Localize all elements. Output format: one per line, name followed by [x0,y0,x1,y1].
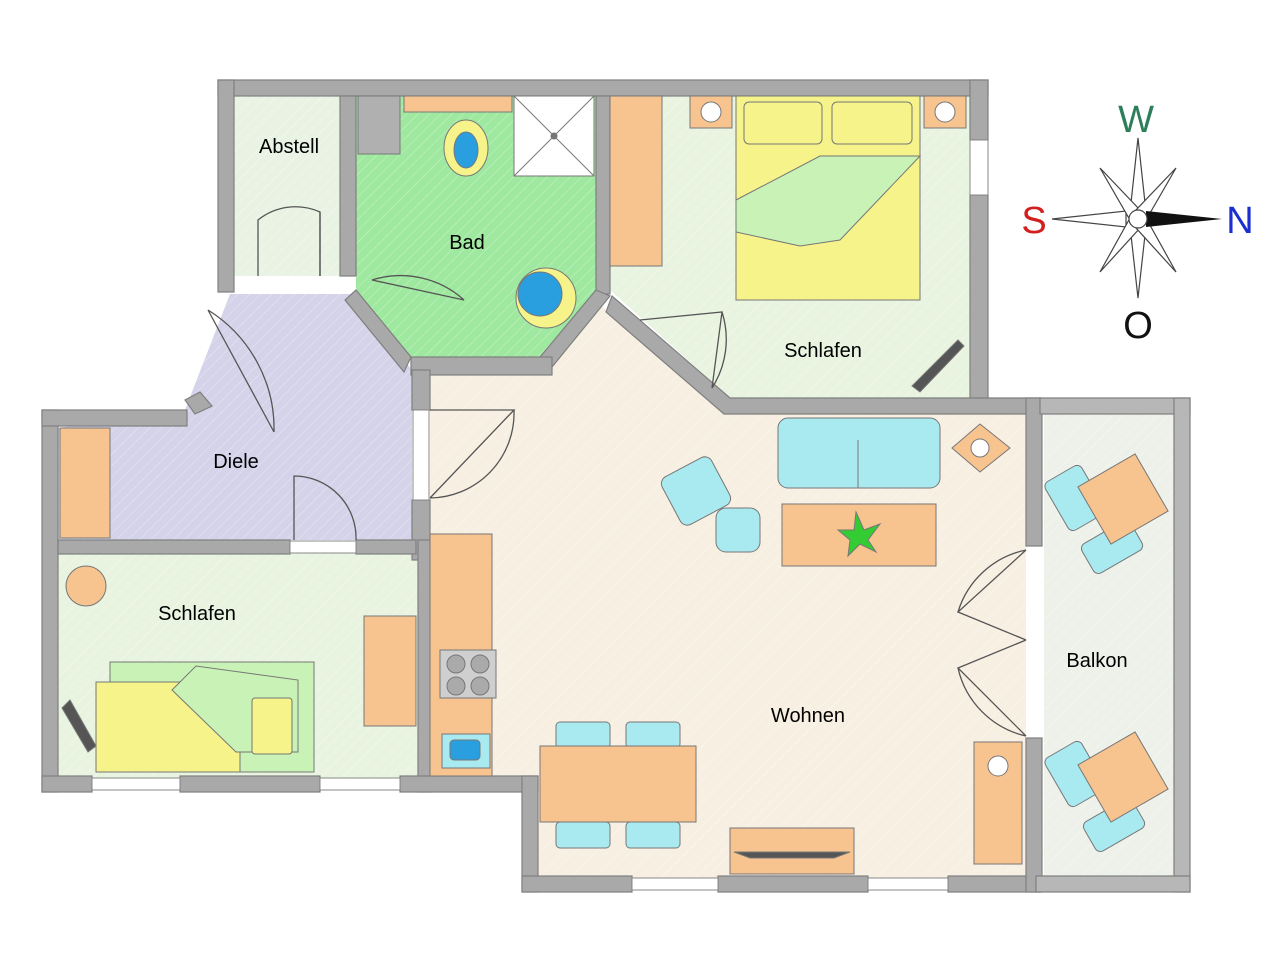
room-label-wohnen: Wohnen [771,705,845,727]
schlafen-2-tv [61,699,97,753]
diele-cabinet [59,427,111,539]
entrance-door [207,309,275,433]
bad-cabinet [403,95,513,113]
compass-rose: W S N O [1021,99,1253,347]
nightstand-left [689,95,733,129]
sofa [777,417,941,489]
bed-blanket [735,155,922,247]
compass-label-north: N [1226,200,1253,242]
bad-door [371,274,465,301]
doors [207,206,1027,737]
dining-table [539,745,697,823]
dining-chair-2 [625,721,681,749]
armchair [660,456,732,526]
washing-machine [357,95,401,155]
dining-chair-3 [555,821,611,849]
schlafen-2-stool [65,565,107,607]
schlafen-1-door [639,311,727,389]
pouf [715,507,761,553]
room-labels: Abstell Bad Schlafen Diele Schlafen Wohn… [158,136,1128,727]
walls [41,79,1191,893]
room-label-diele: Diele [213,451,259,473]
plant [836,510,882,558]
room-label-schlafen-2: Schlafen [158,603,236,625]
room-label-schlafen-1: Schlafen [784,340,862,362]
room-label-bad: Bad [449,232,485,254]
furniture [59,95,1169,875]
tv-board [729,827,855,875]
windows [91,139,989,891]
schlafen-2-desk [363,615,417,727]
dining-chair-4 [625,821,681,849]
schlafen-2-door [293,475,357,541]
wohnen-tv [733,851,851,859]
schlafen-1-tv [911,339,965,393]
abstell-door [257,206,321,276]
wohnen-door [429,409,516,499]
dining-chair-1 [555,721,611,749]
schlafen-1-wardrobe [609,95,663,267]
balkon-door [956,549,1027,737]
room-label-abstell: Abstell [259,136,319,158]
compass-label-south: S [1021,200,1046,242]
balkon-table-1 [1077,453,1169,545]
balkon-table-2 [1077,731,1169,823]
compass-north-needle [1146,211,1222,227]
room-label-balkon: Balkon [1066,650,1127,672]
compass-label-east: O [1123,305,1153,347]
compass-label-west: W [1118,99,1154,141]
